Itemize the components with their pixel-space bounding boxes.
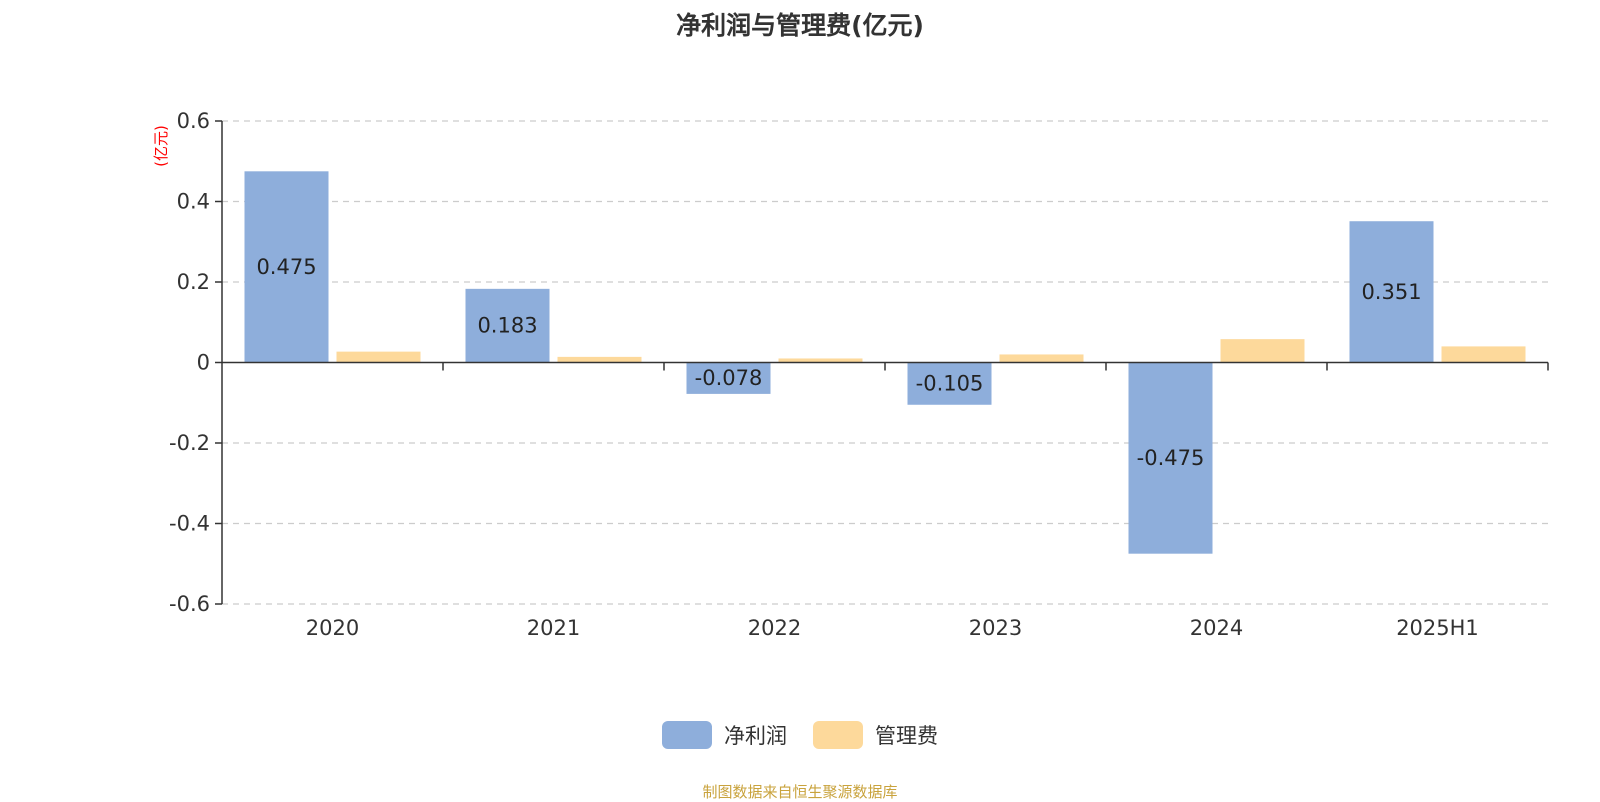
net-profit-bar (686, 362, 771, 394)
net-profit-data-label: 0.475 (256, 255, 316, 279)
management-fee-bar (778, 358, 863, 363)
legend-swatch-net-profit (662, 721, 712, 749)
net-profit-data-label: -0.475 (1137, 446, 1205, 470)
x-tick-label: 2021 (527, 616, 580, 640)
y-tick-label: 0.6 (177, 109, 210, 133)
net-profit-bar (1349, 221, 1434, 363)
x-tick-label: 2020 (306, 616, 359, 640)
net-profit-data-label: 0.351 (1361, 280, 1421, 304)
legend-label-net-profit: 净利润 (724, 724, 787, 748)
net-profit-bar (907, 362, 992, 405)
y-axis-unit-label: (亿元) (152, 125, 170, 167)
y-tick-label: -0.4 (169, 512, 210, 536)
y-tick-label: -0.2 (169, 431, 210, 455)
legend-item-net-profit[interactable]: 净利润 (662, 720, 787, 750)
legend-swatch-management-fee (813, 721, 863, 749)
chart-title: 净利润与管理费(亿元) (676, 11, 924, 40)
net-profit-data-label: 0.183 (477, 314, 537, 338)
gridlines (222, 120, 1548, 605)
net-profit-bar (1128, 362, 1213, 554)
bars (244, 171, 1526, 554)
data-labels: 0.475 0.183 -0.078 -0.105 -0.475 0.351 (256, 255, 1421, 470)
data-source-note: 制图数据来自恒生聚源数据库 (702, 783, 898, 801)
net-profit-bar (465, 288, 550, 363)
legend-label-management-fee: 管理费 (875, 724, 938, 748)
management-fee-bar (336, 351, 421, 363)
y-tick-label: 0.4 (177, 190, 210, 214)
net-profit-bar (244, 171, 329, 363)
legend: 净利润 管理费 (0, 720, 1600, 750)
x-tick-label: 2024 (1190, 616, 1243, 640)
x-tick-label: 2022 (748, 616, 801, 640)
x-tick-label: 2025H1 (1396, 616, 1479, 640)
x-tick-label: 2023 (969, 616, 1022, 640)
management-fee-bar (1441, 346, 1526, 363)
y-tick-label: -0.6 (169, 592, 210, 616)
y-tick-label: 0.2 (177, 270, 210, 294)
management-fee-bar (999, 354, 1084, 363)
management-fee-bar (557, 356, 642, 363)
legend-item-management-fee[interactable]: 管理费 (813, 720, 938, 750)
net-profit-data-label: -0.105 (916, 372, 984, 396)
y-tick-label: 0 (197, 351, 210, 375)
axes: 0.6 0.4 0.2 0 -0.2 -0.4 -0.6 2020 2021 2022 2023 20… (169, 109, 1549, 640)
net-profit-data-label: -0.078 (695, 366, 763, 390)
management-fee-bar (1220, 339, 1305, 363)
